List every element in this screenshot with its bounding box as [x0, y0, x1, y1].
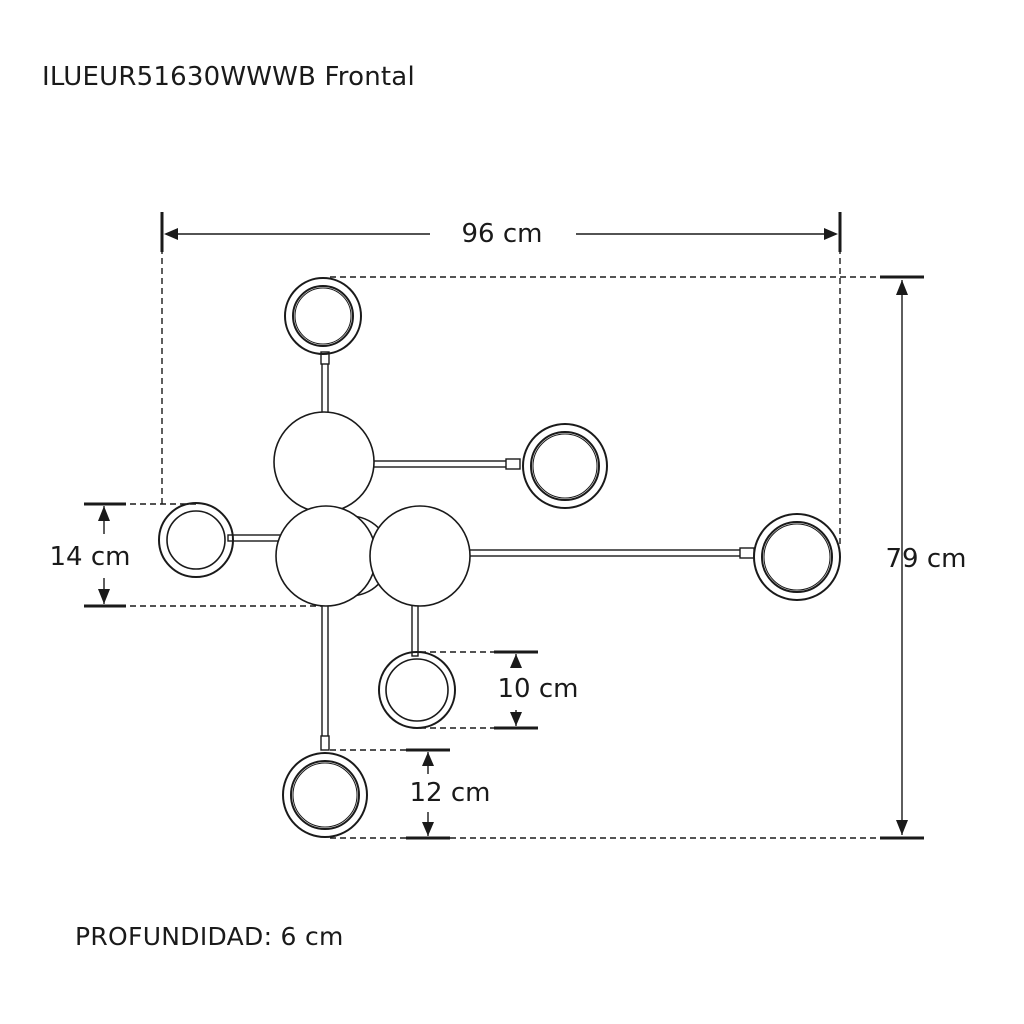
- ring-top: [284, 277, 362, 355]
- extension-lines: [100, 248, 900, 839]
- lamp-rings: [158, 277, 841, 838]
- diagram-title: ILUEUR51630WWWB Frontal: [42, 62, 415, 92]
- depth-note: PROFUNDIDAD: 6 cm: [75, 922, 344, 951]
- globe-upper: [273, 411, 375, 513]
- height-dimension: [880, 275, 924, 840]
- bottom-ring-dimension: [406, 748, 450, 840]
- bottom-ring-label: 12 cm: [410, 778, 491, 808]
- lamp-globes: [273, 411, 471, 607]
- small-ring-dimension: [494, 650, 538, 730]
- globe-lower-right: [369, 505, 471, 607]
- left-ring-label: 14 cm: [50, 542, 131, 572]
- ring-right: [753, 513, 841, 601]
- ring-small: [378, 651, 456, 729]
- globe-lower-left: [275, 505, 377, 607]
- small-ring-label: 10 cm: [498, 674, 579, 704]
- width-label: 96 cm: [462, 219, 543, 249]
- height-label: 79 cm: [886, 544, 967, 574]
- ring-left: [158, 502, 234, 578]
- ring-bottom: [282, 752, 368, 838]
- ring-upper-right: [522, 423, 608, 509]
- left-ring-dimension: [84, 502, 126, 608]
- lamp-arms: [227, 351, 755, 751]
- width-dimension: [160, 212, 842, 252]
